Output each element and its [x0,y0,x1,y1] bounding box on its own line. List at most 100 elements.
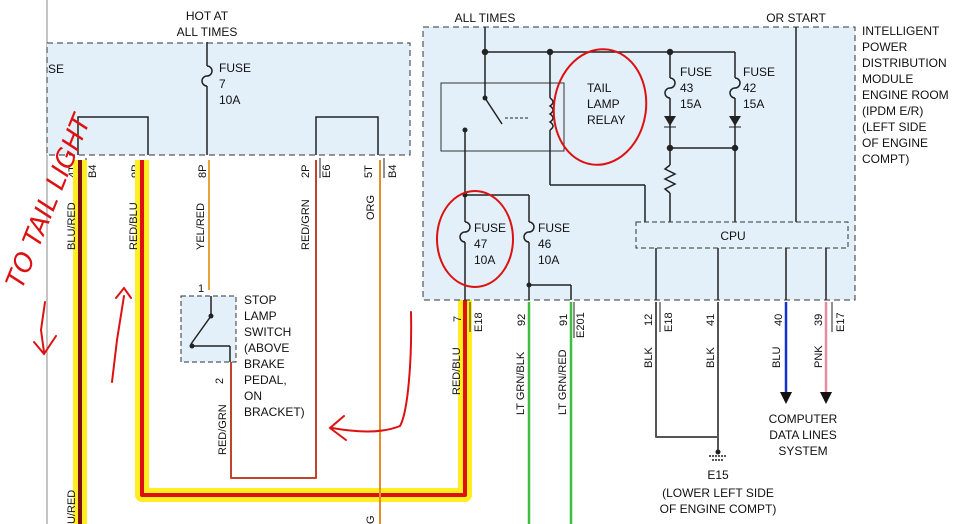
blk-ground-wires [655,302,719,438]
svg-text:15A: 15A [743,97,764,111]
svg-text:46: 46 [538,237,552,251]
fuse-7: FUSE 7 10A [201,42,251,155]
svg-text:E18: E18 [473,312,485,332]
svg-text:39: 39 [813,314,825,326]
svg-text:40: 40 [773,314,785,326]
svg-text:43: 43 [680,81,694,95]
svg-text:91: 91 [558,314,570,326]
resistor [663,144,739,222]
conn-E6: E6 [321,165,333,178]
svg-text:41: 41 [705,314,717,326]
left-module-box [46,42,411,156]
wire-label-blu: BLU [771,347,783,368]
svg-text:FUSE: FUSE [474,221,506,235]
relay-label-1: TAIL [587,81,612,95]
svg-text:42: 42 [743,81,757,95]
switch-label-8: BRACKET) [244,405,305,419]
svg-text:FUSE: FUSE [743,65,775,79]
computer-data-label-3: SYSTEM [778,444,827,458]
conn-B4-a: B4 [87,165,99,178]
svg-text:COMPT): COMPT) [862,152,909,166]
svg-text:MODULE: MODULE [862,72,913,86]
svg-text:FUSE: FUSE [538,221,570,235]
all-times-left-label: ALL TIMES [177,25,238,39]
left-box-jumper-b [315,116,379,155]
left-box-label: SE [48,62,64,76]
blu-arrow [780,392,792,404]
circle-tail-lamp-relay [552,48,648,166]
wire-label-blk-2: BLK [705,347,717,368]
left-box-jumper-a [77,116,149,155]
switch-label-3: SWITCH [244,325,291,339]
svg-text:(IPDM E/R): (IPDM E/R) [862,104,923,118]
pin-5T: 5T [363,165,375,178]
wire-label-red-blu-left: RED/BLU [128,202,140,250]
handwritten-arrow-up-head [115,286,132,299]
pin-2P: 2P [300,165,312,178]
ground-desc-1: (LOWER LEFT SIDE [662,486,774,500]
red-blu-loop-wire [140,160,467,497]
wire-label-blu-red: BLU/RED [66,202,78,250]
svg-text:7: 7 [452,316,464,322]
wire-label-pnk: PNK [813,345,825,368]
red-grn-wire [230,160,317,479]
wire-label-red-blu-ipdm: RED/BLU [451,347,463,395]
computer-data-label-2: DATA LINES [769,428,837,442]
wire-label-cut-org: G [365,515,377,524]
cpu-label: CPU [720,229,745,243]
handwritten-arrow-left [39,301,46,353]
svg-text:INTELLIGENT: INTELLIGENT [862,24,940,38]
relay-label-2: LAMP [587,97,620,111]
ground-name: E15 [707,468,729,482]
or-start-label: OR START [766,11,826,25]
ground-desc-2: OF ENGINE COMPT) [660,502,777,516]
handwritten-arrow-center [331,311,413,433]
svg-text:DISTRIBUTION: DISTRIBUTION [862,56,947,70]
switch-label-4: (ABOVE [244,341,289,355]
svg-text:E18: E18 [663,312,675,332]
switch-pin-2: 2 [214,378,226,384]
stop-lamp-switch: 1 2 STOP LAMP SWITCH (ABOVE BRAKE PEDAL,… [180,283,305,419]
handwritten-arrow-up [111,295,125,383]
all-times-right-label: ALL TIMES [455,11,516,25]
switch-label-7: ON [244,389,262,403]
circle-fuse-47 [436,190,514,288]
svg-text:92: 92 [516,314,528,326]
fuse7-number: 7 [219,77,226,91]
left-connector-pins: 4T B4 9P 8P 2P E6 5T B4 [67,158,399,178]
switch-pin-1: 1 [198,283,204,295]
computer-data-label-1: COMPUTER [769,412,838,426]
wire-label-red-grn: RED/GRN [300,199,312,250]
svg-text:E201: E201 [575,312,587,338]
switch-label-2: LAMP [244,309,277,323]
svg-text:(LEFT SIDE: (LEFT SIDE [862,120,926,134]
ground-icon [709,449,727,461]
wire-label-blk-1: BLK [643,347,655,368]
wire-label-cut-left: U/RED [66,490,78,524]
svg-text:ENGINE ROOM: ENGINE ROOM [862,88,949,102]
hot-at-label: HOT AT [186,9,229,23]
wire-label-yel-red: YEL/RED [195,203,207,250]
wire-label-red-grn-switch: RED/GRN [217,404,229,455]
handwritten-arrow-left-head [33,335,57,356]
fuse-46: FUSE 46 10A [523,195,572,300]
svg-text:OF ENGINE: OF ENGINE [862,136,928,150]
relay-label-3: RELAY [587,113,625,127]
switch-label-6: PEDAL, [244,373,287,387]
svg-text:15A: 15A [680,97,701,111]
svg-text:12: 12 [643,314,655,326]
svg-text:POWER: POWER [862,40,908,54]
cpu-block: CPU [635,221,849,300]
svg-text:47: 47 [474,237,488,251]
handwritten-arrow-center-head [328,415,347,441]
wire-label-org: ORG [365,195,377,220]
pnk-arrow [820,392,832,404]
svg-text:E17: E17 [835,312,847,332]
tail-lamp-relay: TAIL LAMP RELAY [440,52,646,222]
wire-label-lt-grn-blk: LT GRN/BLK [515,351,527,415]
switch-label-5: BRAKE [244,357,285,371]
pin-8P: 8P [197,165,209,178]
fuse7-title: FUSE [219,61,251,75]
svg-text:FUSE: FUSE [680,65,712,79]
